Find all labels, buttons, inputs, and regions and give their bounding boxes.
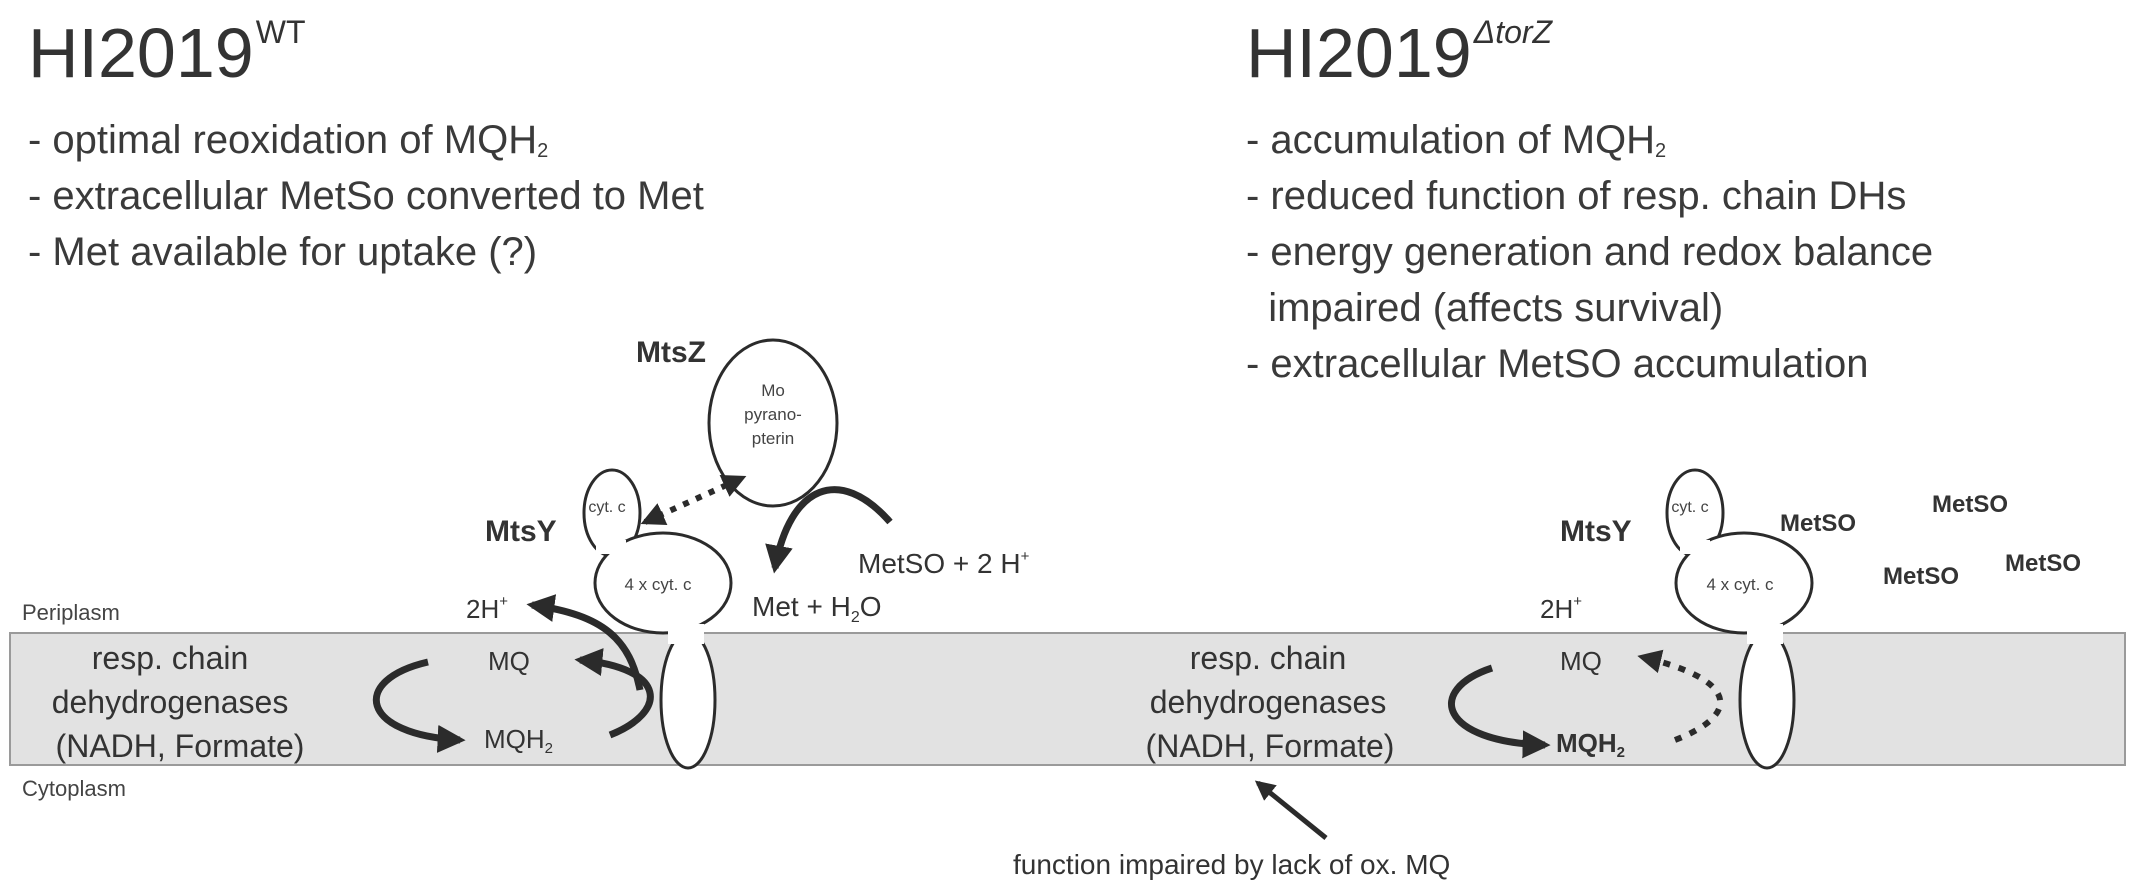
left-electron-transfer-arrow [640, 475, 747, 525]
right-mtsy-joint [1680, 540, 1710, 554]
right-cytc-4x-label: 4 x cyt. c [1706, 575, 1774, 594]
right-mtsy-neck [1747, 624, 1783, 644]
metso-label-3: MetSO [1883, 563, 1959, 590]
left-cytc-small-label: cyt. c [588, 499, 625, 516]
left-bullet-1-text: - optimal reoxidation of MQH [28, 118, 538, 162]
metso-label-4: MetSO [2005, 550, 2081, 577]
right-title: HI2019ΔtorZ [1246, 14, 1552, 101]
left-mtsy-anchor [659, 630, 717, 770]
right-bullet-3: - energy generation and redox balance [1246, 230, 1934, 274]
left-cytc-4x-label: 4 x cyt. c [624, 575, 692, 594]
left-bullet-2: - extracellular MetSo converted to Met [28, 174, 704, 218]
mo-label-line3: pterin [752, 429, 795, 448]
right-2h-label: 2H+ [1540, 593, 1582, 624]
mo-label-line2: pyrano- [744, 405, 802, 424]
right-title-superscript: ΔtorZ [1473, 14, 1553, 50]
left-mtsz-label: MtsZ [636, 336, 706, 369]
left-dh-line1: resp. chain [92, 640, 249, 676]
right-dh-reduction-arrow [1448, 664, 1551, 759]
right-bullet-1-text: - accumulation of MQH [1246, 118, 1656, 162]
right-title-text: HI2019 [1246, 14, 1472, 92]
left-title-text: HI2019 [28, 14, 254, 92]
left-proton-release-arrow [526, 594, 644, 691]
right-mtsy-anchor [1738, 630, 1796, 770]
right-bullet-5: - extracellular MetSO accumulation [1246, 342, 1869, 386]
right-bullet-2: - reduced function of resp. chain DHs [1246, 174, 1907, 218]
impaired-pointer-arrow [1254, 780, 1328, 840]
right-dh-line3: (NADH, Formate) [1146, 728, 1395, 764]
right-mtsy-domain [1674, 531, 1814, 635]
cytoplasm-label: Cytoplasm [22, 776, 126, 801]
left-bullet-3: - Met available for uptake (?) [28, 230, 538, 274]
left-bullet-1-subscript: 2 [537, 140, 549, 162]
left-mtsy-joint [596, 540, 626, 554]
left-met-h2o-label: Met + H2O [752, 591, 882, 626]
left-mqh2-label: MQH2 [484, 724, 553, 757]
mo-label-line1: Mo [761, 381, 785, 400]
left-title-superscript: WT [255, 14, 306, 50]
left-mtsz-enzyme [707, 338, 839, 508]
left-bullet-1: - optimal reoxidation of MQH2 [28, 118, 548, 169]
right-bullet-4: impaired (affects survival) [1246, 286, 1724, 330]
left-mq-label: MQ [488, 646, 530, 676]
left-mtsy-label: MtsY [485, 515, 557, 548]
left-title: HI2019WT [28, 14, 305, 101]
right-cytc-small-label: cyt. c [1671, 499, 1708, 516]
metso-label-1: MetSO [1780, 510, 1856, 537]
left-dh-reduction-arrow [372, 658, 466, 753]
right-impaired-reoxidation-arrow [1637, 649, 1724, 743]
right-bullet-1: - accumulation of MQH2 [1246, 118, 1666, 169]
impaired-annotation: function impaired by lack of ox. MQ [1013, 849, 1450, 880]
right-mq-label: MQ [1560, 646, 1602, 676]
right-mqh2-label: MQH2 [1556, 728, 1625, 761]
left-mtsy-domain [593, 531, 733, 635]
left-metso-reduction-arrow [765, 486, 893, 574]
right-dh-line1: resp. chain [1190, 640, 1347, 676]
periplasm-label: Periplasm [22, 600, 120, 625]
right-bullet-1-subscript: 2 [1655, 140, 1667, 162]
membrane-band [9, 632, 2126, 766]
left-dh-line2: dehydrogenases [52, 684, 289, 720]
left-mtsy-neck [668, 624, 704, 644]
left-2h-label: 2H+ [466, 593, 508, 624]
left-dh-line3: (NADH, Formate) [56, 728, 305, 764]
right-mtsy-label: MtsY [1560, 515, 1632, 548]
metso-label-2: MetSO [1932, 491, 2008, 518]
right-dh-line2: dehydrogenases [1150, 684, 1387, 720]
left-metso-label: MetSO + 2 H+ [858, 548, 1030, 579]
left-mq-reoxidation-arrow [574, 648, 654, 739]
